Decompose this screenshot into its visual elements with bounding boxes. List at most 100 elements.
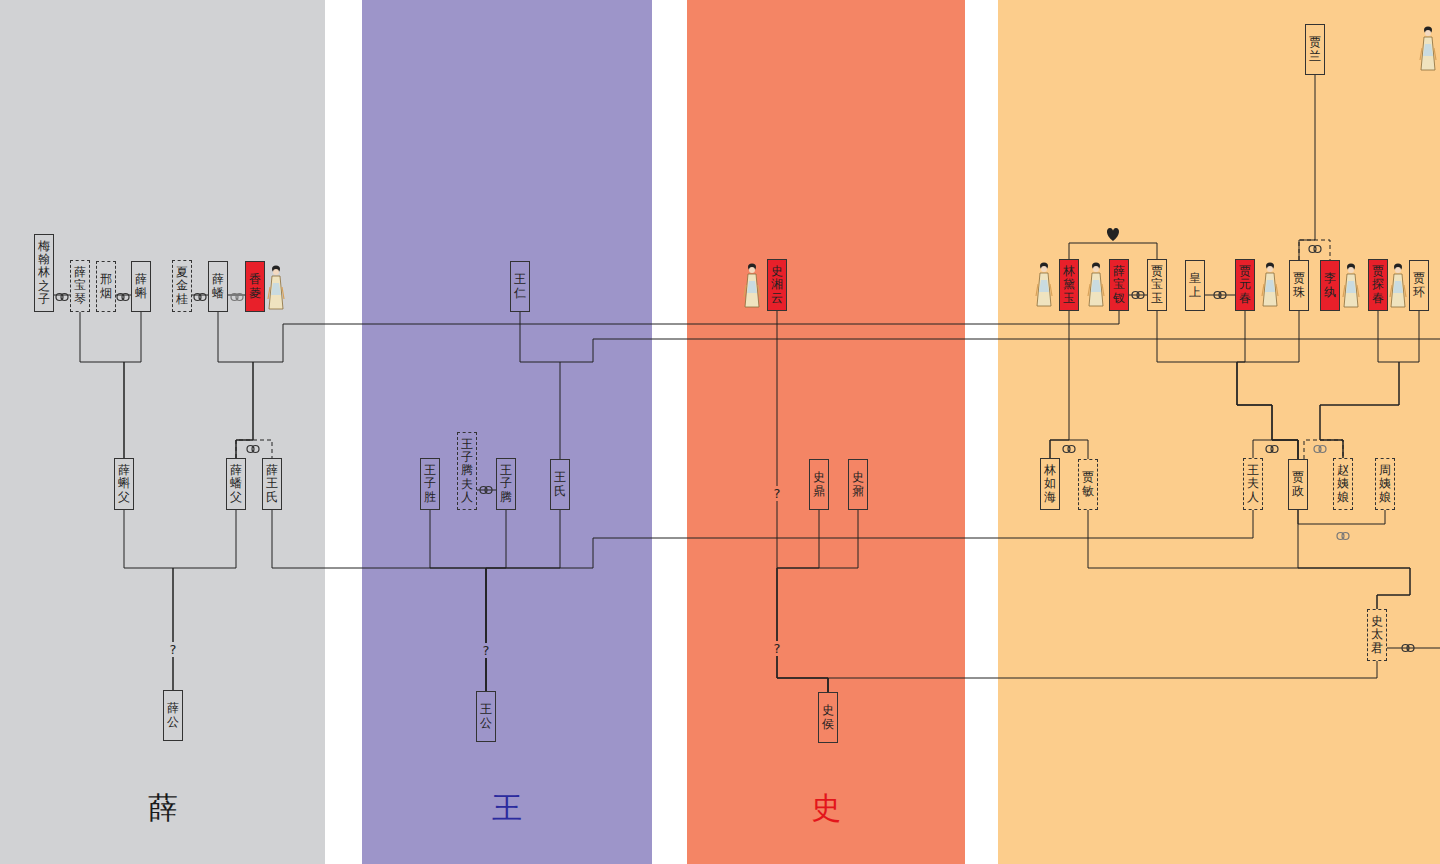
person-name: 夏金桂 (176, 266, 188, 306)
person-box: 薛宝琴 (70, 260, 90, 312)
person-name: 周姨娘 (1379, 464, 1391, 504)
band-ground (687, 0, 965, 864)
kinship-line (173, 510, 236, 690)
kinship-line (828, 661, 1377, 692)
person-box: 薛王氏 (262, 458, 282, 510)
person-box: 史湘云 (767, 259, 787, 311)
kinship-line (1320, 311, 1419, 458)
kinship-line (1304, 440, 1343, 459)
person-name: 邢烟 (100, 273, 112, 299)
person-box: 王子腾 (496, 458, 516, 510)
kinship-line (1299, 240, 1330, 260)
kinship-line (1253, 440, 1298, 459)
kinship-line (1050, 311, 1069, 458)
person-box: 贾环 (1409, 260, 1429, 311)
kinship-line (236, 311, 1119, 458)
kinship-line (777, 510, 858, 692)
person-box: 李纨 (1320, 260, 1340, 311)
person-name: 贾政 (1292, 471, 1304, 497)
kinship-line (486, 510, 506, 691)
person-box: 薛蝌父 (114, 458, 134, 510)
family-name: 薛 (0, 793, 325, 823)
person-name: 王公 (480, 703, 492, 729)
kinship-line (1298, 510, 1410, 609)
person-box: 王子胜 (420, 458, 440, 510)
band-ground (0, 0, 325, 864)
person-name: 史侯 (822, 704, 834, 730)
person-box: 薛蟠 (208, 261, 228, 312)
person-name: 王夫人 (1247, 464, 1259, 504)
person-name: 史太君 (1371, 615, 1383, 655)
kinship-line (430, 510, 486, 691)
person-name: 李纨 (1324, 272, 1336, 298)
person-name: 薛蝌父 (118, 464, 130, 504)
unknown-ancestor-mark: ? (168, 642, 179, 657)
kinship-line (777, 311, 828, 692)
kinship-line (777, 510, 828, 692)
person-box: 邢烟 (96, 261, 116, 312)
person-box: 香菱 (245, 261, 265, 312)
person-box: 贾兰 (1305, 24, 1325, 75)
person-name: 贾探春 (1372, 265, 1384, 305)
person-name: 贾珠 (1293, 272, 1305, 298)
person-name: 薛宝钗 (1113, 265, 1125, 305)
person-box: 王仁 (510, 261, 530, 312)
kinship-line (124, 312, 141, 458)
kinship-line (1088, 510, 1410, 609)
family-band: 王 王仁王子胜 王子腾夫人 王子腾 王氏王公 (362, 0, 652, 864)
person-name: 贾宝玉 (1151, 265, 1163, 305)
person-name: 梅翰林之子 (38, 240, 50, 306)
person-box: 王氏 (550, 459, 570, 510)
offscreen-lines (560, 339, 1440, 648)
person-box: 薛公 (163, 690, 183, 741)
kinship-line (1237, 311, 1298, 459)
unknown-ancestor-mark: ? (772, 641, 783, 656)
kinship-line (1299, 75, 1315, 260)
person-box: 王公 (476, 691, 496, 742)
person-box: 薛蟠父 (226, 458, 246, 510)
person-name: 林如海 (1044, 464, 1056, 504)
kinship-line (218, 312, 253, 458)
person-box: 梅翰林之子 (34, 234, 54, 312)
band-ground (362, 0, 652, 864)
kinship-line (1205, 295, 1235, 296)
person-box: 薛宝钗 (1109, 259, 1129, 311)
kinship-line (80, 312, 124, 458)
person-box: 史太君 (1367, 609, 1387, 661)
kinship-line (272, 510, 486, 691)
kinship-line (1298, 510, 1385, 524)
person-name: 薛蝌 (135, 273, 147, 299)
kinship-line (486, 510, 1253, 691)
person-name: 史湘云 (771, 265, 783, 305)
person-box: 史鼐 (848, 459, 868, 510)
person-box: 贾政 (1288, 459, 1308, 510)
person-box: 王夫人 (1243, 458, 1263, 510)
person-box: 史鼎 (809, 459, 829, 510)
person-name: 王子腾夫人 (461, 438, 473, 504)
person-name: 薛王氏 (266, 464, 278, 504)
person-name: 史鼎 (813, 471, 825, 497)
love-heart (1107, 228, 1119, 241)
kinship-line (1320, 311, 1399, 458)
person-name: 林黛玉 (1063, 265, 1075, 305)
person-box: 史侯 (818, 692, 838, 743)
person-name: 王子腾 (500, 464, 512, 504)
person-name: 王氏 (554, 471, 566, 497)
person-box: 夏金桂 (172, 260, 192, 312)
kinship-line (1069, 243, 1157, 259)
family-band: 史史湘云史鼎史鼐史侯 (687, 0, 965, 864)
person-name: 贾敏 (1082, 471, 1094, 497)
person-box: 贾敏 (1078, 459, 1098, 510)
unknown-ancestor-mark: ? (481, 643, 492, 658)
person-name: 薛蟠父 (230, 464, 242, 504)
kinship-line (1157, 311, 1298, 459)
person-name: 赵姨娘 (1337, 464, 1349, 504)
person-name: 王仁 (514, 273, 526, 299)
person-name: 薛蟠 (212, 273, 224, 299)
person-name: 贾元春 (1239, 265, 1251, 305)
person-box: 周姨娘 (1375, 458, 1395, 510)
person-box: 贾探春 (1368, 259, 1388, 311)
family-name: 王 (362, 793, 652, 823)
kinship-line (1237, 311, 1299, 459)
